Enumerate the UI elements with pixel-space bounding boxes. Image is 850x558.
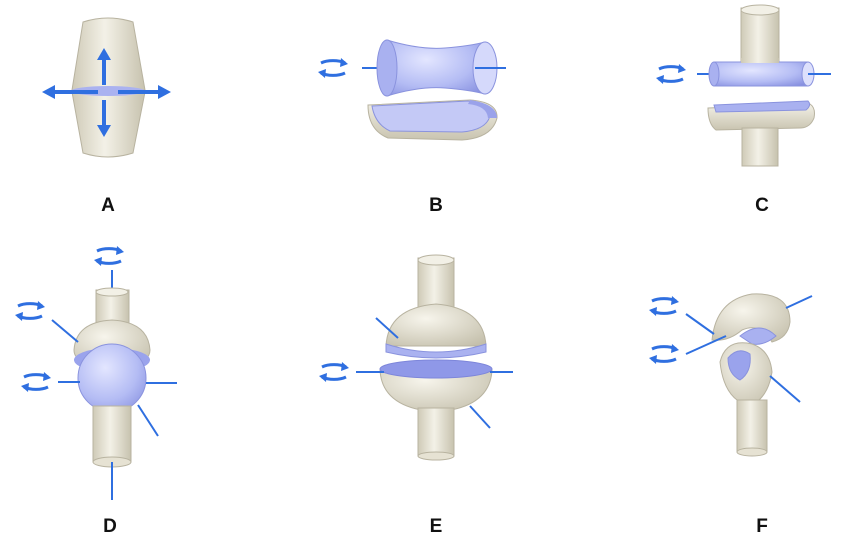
pivot-shaft-c <box>713 61 809 87</box>
panel-a: A <box>42 17 171 216</box>
panel-b: B <box>316 39 506 216</box>
condyle-upper-e <box>385 303 487 347</box>
panel-label-c: C <box>755 195 769 216</box>
panel-label-e: E <box>430 516 443 537</box>
panel-c: C <box>654 4 831 216</box>
panel-label-d: D <box>103 516 117 537</box>
bone-upper-a <box>71 17 146 91</box>
panel-f: F <box>647 293 813 537</box>
panel-label-b: B <box>429 195 443 216</box>
panel-label-f: F <box>756 516 768 537</box>
rotation-arrow-icon <box>92 244 126 268</box>
bone-lower-f <box>736 399 768 453</box>
bone-lower-a <box>71 91 146 158</box>
bone-lower-e <box>417 407 455 457</box>
panel-label-a: A <box>101 195 115 216</box>
saddle-upper-f <box>711 293 791 343</box>
rotation-arrow-icon <box>316 56 350 80</box>
bone-lower-d <box>92 405 132 463</box>
rotation-arrow-icon <box>647 342 681 366</box>
translation-arrow-icon <box>42 48 171 137</box>
pivot-upper-bone-c <box>740 7 780 65</box>
panel-d: D <box>13 244 177 537</box>
rotation-arrow-icon <box>317 360 351 384</box>
rotation-arrow-icon <box>19 370 53 394</box>
hinge-spool-b <box>386 39 486 97</box>
pivot-lower-bone-c <box>741 127 779 167</box>
ball-d <box>77 343 147 413</box>
rotation-arrow-icon <box>654 62 688 86</box>
rotation-arrow-icon <box>13 299 47 323</box>
panel-e: E <box>317 254 513 537</box>
rotation-arrow-icon <box>647 294 681 318</box>
